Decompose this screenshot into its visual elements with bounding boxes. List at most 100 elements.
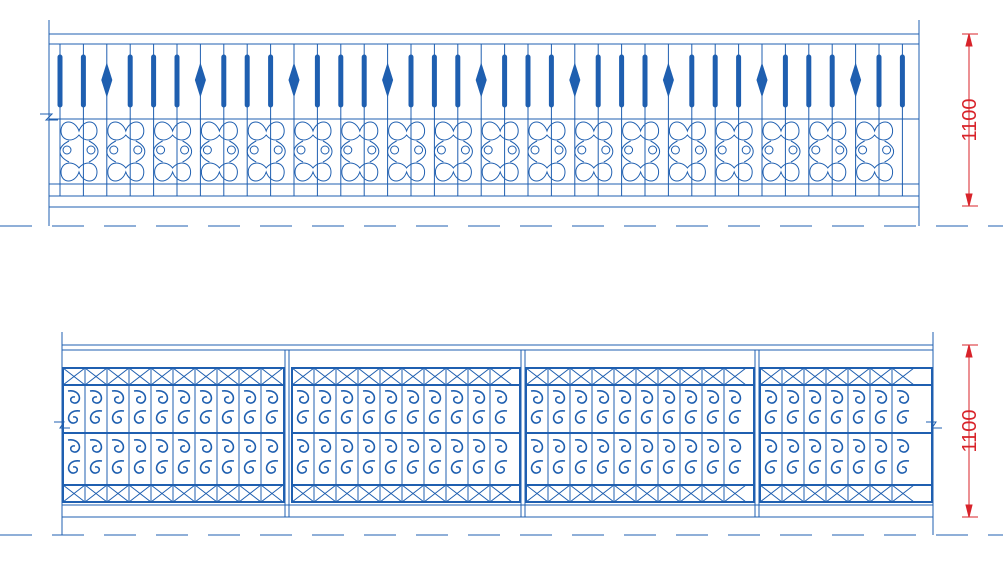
scroll-side-right	[556, 140, 567, 163]
grille-scroll	[552, 390, 566, 404]
cross-bottom	[260, 484, 284, 503]
cross-top	[335, 367, 359, 386]
scroll-side-left	[621, 140, 631, 163]
grille-scroll	[406, 439, 420, 453]
scroll-side-right	[509, 140, 520, 163]
cross-top	[150, 367, 174, 386]
scroll-eye	[554, 145, 564, 155]
scroll-eye	[62, 145, 72, 155]
scroll-heart-top	[481, 121, 519, 141]
dimension-2-arrow-bottom	[965, 504, 973, 518]
scroll-side-right	[229, 140, 239, 163]
scroll-heart-bottom	[528, 162, 566, 182]
scroll-side-left	[246, 140, 257, 163]
scroll-eye	[694, 145, 704, 155]
grille-scroll	[221, 410, 235, 424]
grille-scroll	[808, 410, 822, 424]
grille-scroll	[111, 460, 125, 474]
grille-scroll	[830, 410, 844, 424]
grille-scroll	[596, 390, 610, 404]
scroll-eye	[670, 145, 680, 155]
scroll-heart-top	[294, 121, 332, 141]
cross-bottom	[423, 484, 447, 503]
grille-scroll	[472, 390, 486, 404]
dimension-1-label: 1100	[959, 98, 981, 141]
dimension-2: 1100	[959, 344, 981, 518]
grille-scroll	[786, 390, 800, 404]
scroll-eye	[483, 145, 493, 155]
scroll-side-left	[855, 140, 865, 163]
scroll-heart-top	[622, 121, 660, 141]
scroll-side-right	[88, 140, 99, 163]
grille-scroll	[221, 439, 235, 453]
cross-bottom	[84, 484, 108, 503]
grille-scroll	[133, 439, 147, 453]
grille-scroll	[265, 439, 279, 453]
grille-scroll	[494, 390, 508, 404]
cross-top	[825, 367, 849, 386]
grille-scroll	[318, 439, 332, 453]
scroll-eye	[717, 145, 727, 155]
cross-bottom	[613, 484, 637, 503]
grille-scroll	[640, 410, 654, 424]
grille-scroll	[530, 390, 544, 404]
cross-bottom	[825, 484, 849, 503]
scroll-eye	[86, 145, 96, 155]
baluster-twist	[876, 54, 882, 108]
cross-bottom	[128, 484, 152, 503]
cross-bottom	[489, 484, 513, 503]
baluster-twist	[338, 54, 344, 108]
grille-scroll	[450, 460, 464, 474]
dimension-1: 1100	[959, 33, 981, 207]
railing-2-grille	[0, 332, 1003, 536]
scroll-heart-bottom	[294, 162, 332, 182]
cross-bottom	[701, 484, 725, 503]
cross-bottom	[106, 484, 130, 503]
cross-top	[759, 367, 783, 386]
grille-scroll	[67, 439, 81, 453]
baluster-twist	[502, 54, 508, 108]
grille-scroll	[384, 460, 398, 474]
scroll-side-left	[433, 140, 444, 163]
grille-scroll	[221, 460, 235, 474]
grille-scroll	[221, 390, 235, 404]
grille-scroll	[155, 460, 169, 474]
cross-bottom	[723, 484, 747, 503]
cross-bottom	[291, 484, 315, 503]
grille-scroll	[340, 460, 354, 474]
scroll-eye	[226, 145, 236, 155]
grille-scroll	[133, 390, 147, 404]
grille-scroll	[428, 410, 442, 424]
grille-scroll	[830, 460, 844, 474]
grille-scroll	[494, 439, 508, 453]
grille-scroll	[808, 439, 822, 453]
grille-scroll	[177, 439, 191, 453]
baluster-twist	[151, 54, 157, 108]
cross-bottom	[467, 484, 491, 503]
grille-scroll	[199, 460, 213, 474]
cross-top	[194, 367, 218, 386]
grille-scroll	[530, 439, 544, 453]
grille-scroll	[618, 460, 632, 474]
grille-scroll	[662, 439, 676, 453]
grille-scroll	[67, 390, 81, 404]
scroll-heart-bottom	[154, 162, 192, 182]
cross-top	[547, 367, 571, 386]
cross-top	[291, 367, 315, 386]
scroll-eye	[156, 145, 166, 155]
cross-top	[260, 367, 284, 386]
scroll-heart-top	[762, 121, 800, 141]
grille-scroll	[830, 390, 844, 404]
cross-top	[569, 367, 593, 386]
grille-scroll	[706, 410, 720, 424]
grille-scroll	[362, 410, 376, 424]
baluster-twist	[314, 54, 320, 108]
scroll-side-right	[697, 140, 707, 163]
scroll-heart-bottom	[200, 162, 238, 182]
grille-scroll	[618, 410, 632, 424]
scroll-side-left	[106, 140, 117, 163]
grille-scroll	[596, 439, 610, 453]
grille-scroll	[852, 439, 866, 453]
grille-scroll	[728, 390, 742, 404]
scroll-side-right	[884, 140, 895, 163]
